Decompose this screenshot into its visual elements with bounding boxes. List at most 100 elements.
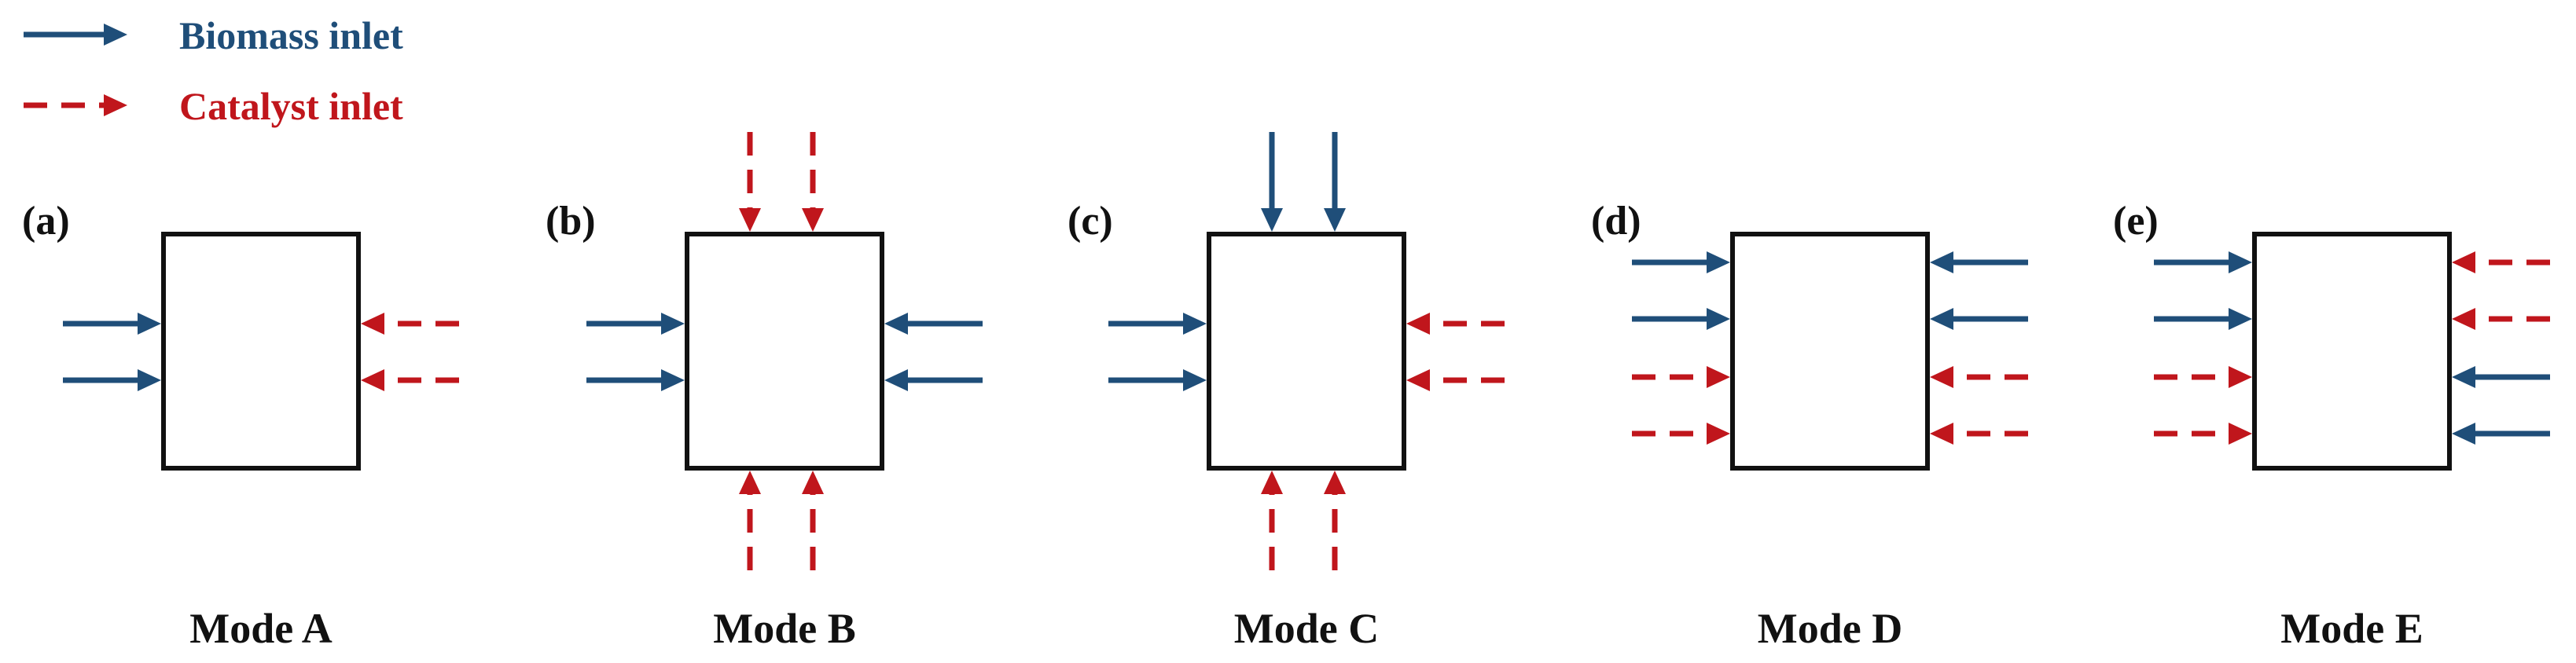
legend-catalyst-arrow xyxy=(24,94,127,116)
panel-a: (a) Mode A xyxy=(22,199,459,652)
biomass-inlet-arrow xyxy=(2452,423,2550,445)
catalyst-arrowhead xyxy=(1261,471,1283,494)
biomass-inlet-arrow xyxy=(2452,366,2550,388)
catalyst-arrowhead xyxy=(802,208,824,232)
catalyst-arrow xyxy=(24,94,127,116)
biomass-inlet-arrow xyxy=(884,313,983,335)
catalyst-arrowhead xyxy=(739,208,761,232)
catalyst-arrowhead xyxy=(2452,308,2475,330)
biomass-arrow xyxy=(24,24,127,46)
biomass-arrowhead xyxy=(138,369,161,391)
mode-label: Mode A xyxy=(189,605,333,652)
catalyst-inlet-arrow xyxy=(739,471,761,570)
panel-tag: (b) xyxy=(546,199,596,244)
biomass-arrowhead xyxy=(2452,366,2475,388)
biomass-inlet-arrow xyxy=(1632,308,1730,330)
biomass-inlet-arrow xyxy=(1632,251,1730,273)
biomass-inlet-arrow xyxy=(586,369,685,391)
catalyst-inlet-arrow xyxy=(802,132,824,232)
biomass-arrowhead xyxy=(884,313,908,335)
biomass-arrowhead xyxy=(104,24,127,46)
catalyst-inlet-arrow xyxy=(2154,423,2252,445)
biomass-arrowhead xyxy=(1930,251,1953,273)
biomass-inlet-arrow xyxy=(1930,251,2028,273)
biomass-arrowhead xyxy=(884,369,908,391)
legend-catalyst-label: Catalyst inlet xyxy=(179,84,403,128)
catalyst-arrowhead xyxy=(739,471,761,494)
catalyst-arrowhead xyxy=(2452,251,2475,273)
catalyst-arrowhead xyxy=(802,471,824,494)
panel-c: (c) Mode C xyxy=(1068,132,1505,652)
catalyst-arrowhead xyxy=(1930,366,1953,388)
catalyst-inlet-arrow xyxy=(1930,366,2028,388)
catalyst-inlet-arrow xyxy=(1632,366,1730,388)
catalyst-arrowhead xyxy=(1707,366,1730,388)
panel-tag: (c) xyxy=(1068,199,1113,244)
panel-b: (b) Mode B xyxy=(546,132,983,652)
catalyst-inlet-arrow xyxy=(1930,423,2028,445)
reactor-box xyxy=(2252,232,2452,471)
biomass-inlet-arrow xyxy=(1108,313,1207,335)
catalyst-inlet-arrow xyxy=(1406,369,1505,391)
biomass-inlet-arrow xyxy=(1261,132,1283,232)
mode-label: Mode C xyxy=(1234,605,1379,652)
catalyst-inlet-arrow xyxy=(802,471,824,570)
biomass-inlet-arrow xyxy=(2154,308,2252,330)
biomass-arrowhead xyxy=(661,369,685,391)
catalyst-arrowhead xyxy=(1930,423,1953,445)
panel-tag: (a) xyxy=(22,199,70,244)
catalyst-inlet-arrow xyxy=(361,369,459,391)
biomass-inlet-arrow xyxy=(1324,132,1346,232)
biomass-arrowhead xyxy=(661,313,685,335)
biomass-inlet-arrow xyxy=(63,313,161,335)
biomass-arrowhead xyxy=(1707,251,1730,273)
reactor-box xyxy=(685,232,884,471)
catalyst-arrowhead xyxy=(1707,423,1730,445)
reactor-box xyxy=(1207,232,1406,471)
catalyst-inlet-arrow xyxy=(2452,251,2550,273)
legend-biomass-label: Biomass inlet xyxy=(179,13,403,57)
panel-tag: (d) xyxy=(1591,199,1641,244)
biomass-arrowhead xyxy=(138,313,161,335)
catalyst-inlet-arrow xyxy=(361,313,459,335)
catalyst-arrowhead xyxy=(361,313,384,335)
panels: (a) Mode A (b) Mode B (c) Mode C (d) Mode D (e)M… xyxy=(22,132,2550,652)
legend-biomass-arrow xyxy=(24,24,127,46)
biomass-arrowhead xyxy=(1930,308,1953,330)
reactor-box xyxy=(1730,232,1930,471)
mode-label: Mode B xyxy=(713,605,856,652)
reactor-box xyxy=(161,232,361,471)
catalyst-inlet-arrow xyxy=(1261,471,1283,570)
catalyst-arrowhead xyxy=(1324,471,1346,494)
catalyst-arrowhead xyxy=(1406,313,1430,335)
biomass-inlet-arrow xyxy=(586,313,685,335)
catalyst-arrowhead xyxy=(361,369,384,391)
catalyst-inlet-arrow xyxy=(739,132,761,232)
biomass-inlet-arrow xyxy=(63,369,161,391)
mode-label: Mode E xyxy=(2280,605,2423,652)
catalyst-arrowhead xyxy=(104,94,127,116)
biomass-arrowhead xyxy=(1324,208,1346,232)
biomass-inlet-arrow xyxy=(884,369,983,391)
catalyst-inlet-arrow xyxy=(1406,313,1505,335)
biomass-arrowhead xyxy=(2229,251,2252,273)
biomass-arrowhead xyxy=(1183,313,1207,335)
legend: Biomass inlet Catalyst inlet xyxy=(24,13,403,128)
biomass-inlet-arrow xyxy=(1930,308,2028,330)
catalyst-arrowhead xyxy=(2229,366,2252,388)
biomass-inlet-arrow xyxy=(1108,369,1207,391)
biomass-inlet-arrow xyxy=(2154,251,2252,273)
catalyst-inlet-arrow xyxy=(2154,366,2252,388)
panel-e: (e)Mode E xyxy=(2113,199,2550,652)
mode-label: Mode D xyxy=(1758,605,1902,652)
panel-d: (d) Mode D xyxy=(1591,199,2028,652)
biomass-arrowhead xyxy=(1183,369,1207,391)
catalyst-inlet-arrow xyxy=(2452,308,2550,330)
catalyst-arrowhead xyxy=(1406,369,1430,391)
biomass-arrowhead xyxy=(2452,423,2475,445)
biomass-arrowhead xyxy=(2229,308,2252,330)
catalyst-arrowhead xyxy=(2229,423,2252,445)
biomass-arrowhead xyxy=(1261,208,1283,232)
catalyst-inlet-arrow xyxy=(1324,471,1346,570)
